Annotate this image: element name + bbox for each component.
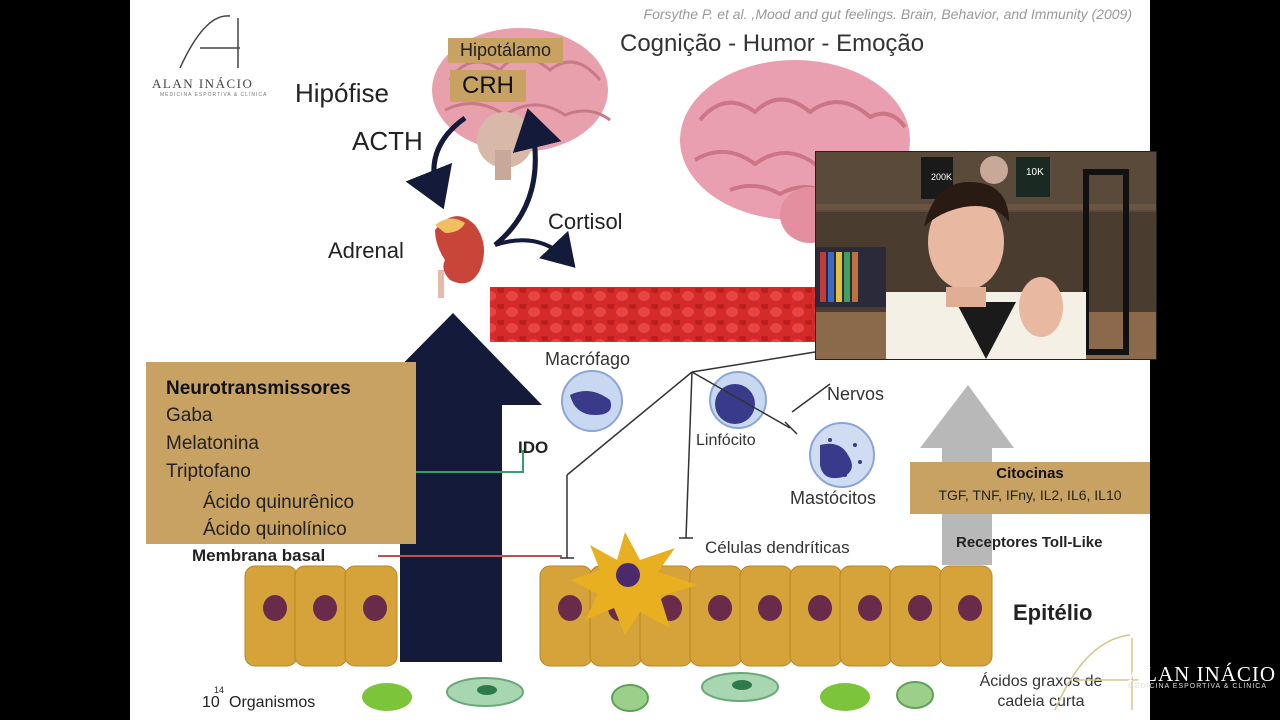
organisms-exponent: 14 [214, 685, 225, 695]
presenter-webcam: 200K 10K [815, 151, 1157, 360]
watermark-name: ALAN INÁCIO [1128, 662, 1277, 686]
logo-monogram [179, 15, 240, 69]
cell-nucleus [858, 595, 882, 621]
lymphocyte-label: Linfócito [696, 432, 756, 449]
metabolite-kynurenic: Ácido quinurênico [203, 492, 355, 513]
cytokines-box: Citocinas TGF, TNF, IFny, IL2, IL6, IL10 [910, 462, 1150, 514]
neuro-item-gaba: Gaba [166, 405, 213, 426]
cell-nucleus [758, 595, 782, 621]
neuro-item-tryptophan: Triptofano [166, 461, 251, 482]
scfa-label: Ácidos graxos de cadeia curta [979, 673, 1103, 710]
logo-subtitle: MEDICINA ESPORTIVA & CLÍNICA [160, 92, 268, 98]
cell-nucleus [808, 595, 832, 621]
metabolite-quinolinic: Ácido quinolínico [203, 519, 347, 540]
blood-vessel [490, 287, 820, 342]
adrenal-label: Adrenal [328, 238, 404, 263]
citation: Forsythe P. et al. ,Mood and gut feeling… [643, 6, 1132, 22]
hypothalamus-label: Hipotálamo [448, 38, 564, 63]
macrophage-cell [561, 370, 623, 432]
cell-nucleus [313, 595, 337, 621]
cell-nucleus [708, 595, 732, 621]
webcam-scene [816, 152, 1156, 359]
logo-name: ALAN INÁCIO [152, 76, 254, 91]
acth-label: ACTH [352, 126, 423, 156]
organisms-label: Organismos [229, 694, 316, 711]
mast-cell [809, 422, 875, 488]
watermark-monogram [1054, 634, 1140, 711]
diagram-artwork [169, 28, 1014, 712]
slide: ALAN INÁCIO MEDICINA ESPORTIVA & CLÍNICA… [130, 0, 1150, 720]
dendritic-label: Células dendríticas [705, 538, 850, 557]
crh-label: CRH [450, 70, 526, 102]
toll-label: Receptores Toll-Like [956, 534, 1103, 551]
epithelium-layer [244, 565, 993, 667]
plaque-200k: 200K [931, 172, 953, 182]
neurotransmitter-box: Neurotransmissores Gaba Melatonina Tript… [146, 362, 416, 544]
cell-nucleus [363, 595, 387, 621]
epithelium-label: Epitélio [1013, 600, 1093, 625]
neurotransmitter-title: Neurotransmissores [166, 378, 351, 399]
membrane-label: Membrana basal [192, 546, 326, 565]
adrenal-kidney [435, 216, 484, 298]
nerves-label: Nervos [827, 384, 885, 404]
pituitary-label: Hipófise [295, 78, 389, 108]
mast-cells-label: Mastócitos [790, 488, 877, 508]
plaque-10k: 10K [1026, 167, 1044, 178]
signal-lines [560, 351, 831, 559]
watermark-subtitle: MEDICINA ESPORTIVA & CLÍNICA [1128, 683, 1267, 690]
cortisol-label: Cortisol [548, 209, 623, 234]
cell-nucleus [908, 595, 932, 621]
dendritic-cell-shape [570, 532, 698, 635]
macrophage-label: Macrófago [545, 349, 631, 369]
cytokines-title: Citocinas [996, 465, 1064, 482]
slide-title: Cognição - Humor - Emoção [620, 30, 925, 57]
lymphocyte-cell [709, 371, 767, 429]
cell-nucleus [558, 595, 582, 621]
ido-label: IDO [518, 438, 549, 457]
cell-nucleus [958, 595, 982, 621]
microorganisms [362, 672, 934, 712]
cell-nucleus [263, 595, 287, 621]
neuro-item-melatonin: Melatonina [166, 433, 259, 454]
organisms-base: 10 [202, 694, 220, 711]
cytokines-list: TGF, TNF, IFny, IL2, IL6, IL10 [938, 487, 1122, 503]
